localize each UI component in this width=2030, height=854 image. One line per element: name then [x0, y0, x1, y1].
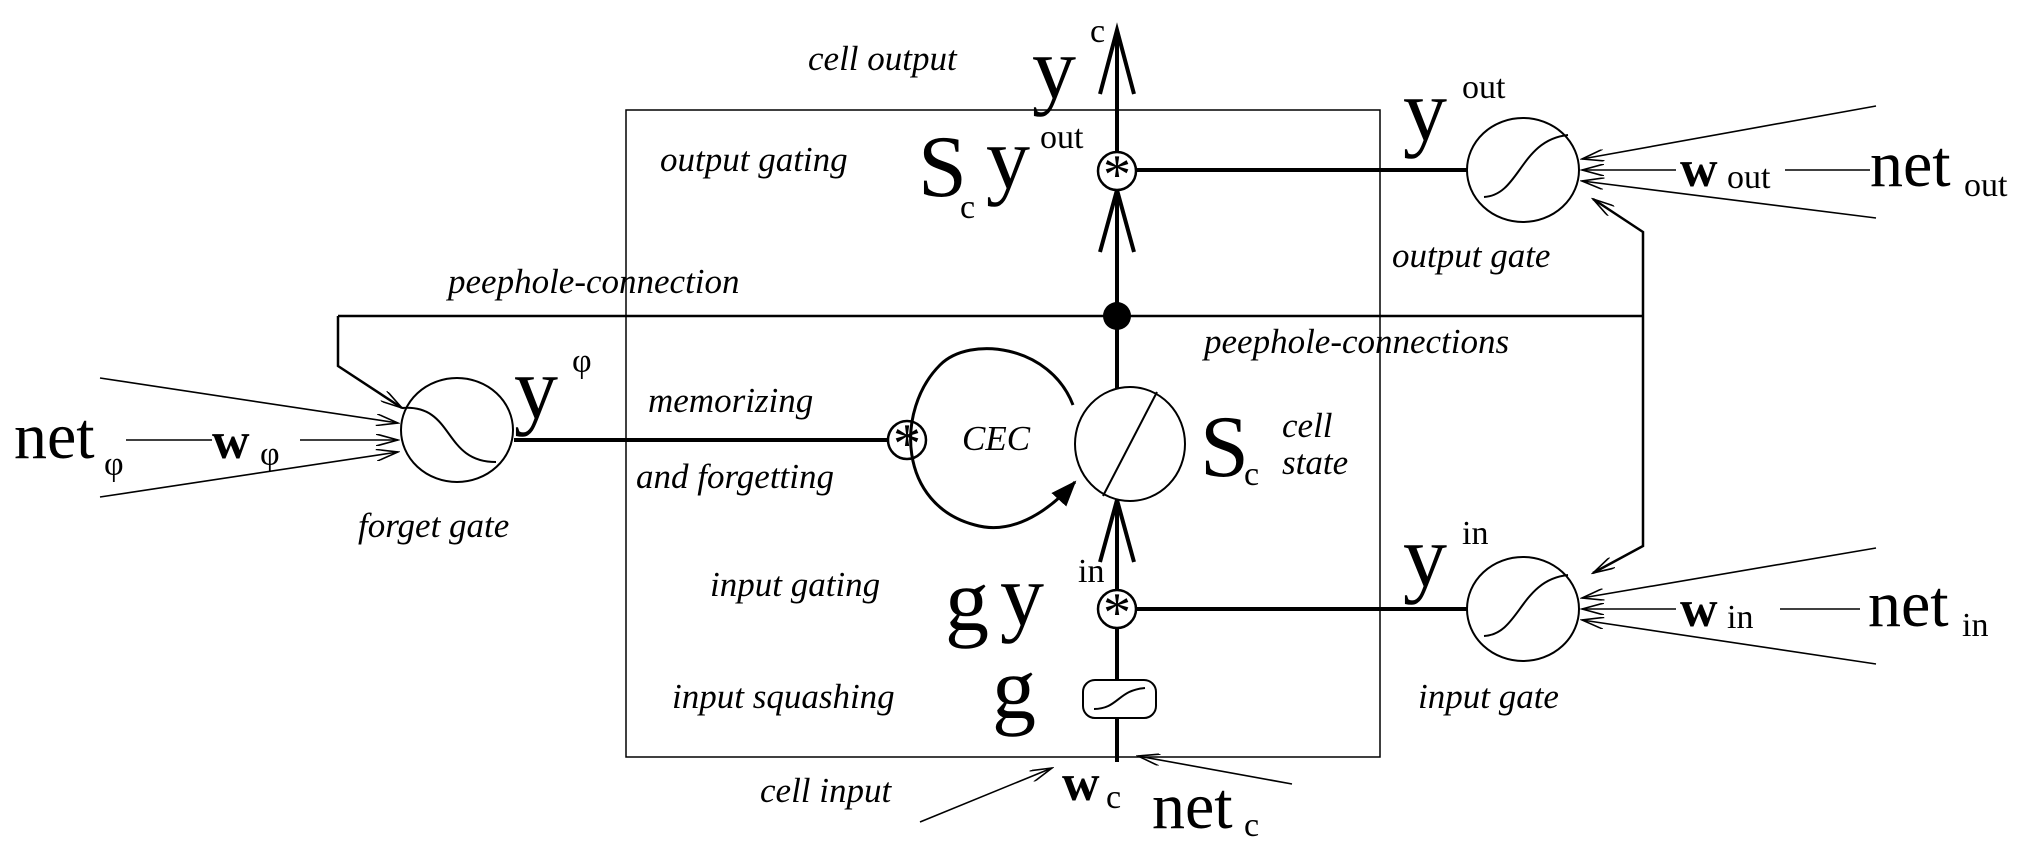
svg-text:c: c	[1090, 13, 1105, 50]
svg-text:c: c	[1244, 807, 1259, 844]
peephole-line-input	[1593, 316, 1645, 573]
input-multiply-node: *	[1096, 582, 1138, 644]
svg-text:out: out	[1462, 69, 1506, 106]
output-input-arrow-bottom	[1582, 181, 1877, 219]
svg-text:g: g	[945, 553, 989, 650]
symbol-net-c: net c	[1152, 770, 1259, 844]
label-forget-gate: forget gate	[358, 506, 509, 545]
svg-text:w: w	[212, 413, 250, 470]
input-input-arrow-bottom	[1582, 620, 1877, 665]
svg-text:φ: φ	[104, 446, 124, 483]
svg-text:w: w	[1680, 581, 1718, 638]
input-input-arrow-top	[1582, 547, 1877, 598]
cell-input-arrow-left	[919, 768, 1052, 823]
svg-text:in: in	[1727, 599, 1753, 636]
symbol-net-phi: net φ	[14, 400, 124, 483]
label-input-gate: input gate	[1418, 677, 1559, 716]
label-cell: cell	[1282, 406, 1333, 445]
svg-text:c: c	[1244, 456, 1259, 493]
svg-text:out: out	[1727, 159, 1771, 196]
svg-text:φ: φ	[260, 436, 280, 473]
svg-text:y: y	[1032, 21, 1076, 118]
cell-state-node	[1074, 386, 1186, 502]
label-peephole-connections: peephole-connections	[1201, 322, 1509, 361]
cec-loop	[909, 347, 1077, 530]
symbol-g-yin-input-gating: g y in	[945, 548, 1104, 650]
label-cec: CEC	[962, 419, 1031, 458]
svg-text:*: *	[1103, 582, 1131, 644]
cell-input-arrow-right	[1138, 756, 1293, 785]
label-memorizing: memorizing	[648, 381, 813, 420]
svg-text:y: y	[514, 341, 558, 438]
svg-text:in: in	[1078, 553, 1104, 590]
symbol-y-phi: y φ	[514, 341, 592, 438]
svg-text:net: net	[1868, 568, 1949, 641]
svg-text:net: net	[1870, 128, 1951, 201]
symbol-w-out: w out	[1680, 141, 1771, 198]
peephole-line-forget	[336, 316, 402, 408]
label-and-forgetting: and forgetting	[636, 457, 834, 496]
svg-text:c: c	[1106, 779, 1121, 816]
forget-multiply-node: *	[886, 413, 928, 475]
forget-input-arrow-bottom	[99, 452, 398, 498]
svg-text:φ: φ	[572, 343, 592, 380]
svg-text:c: c	[960, 189, 975, 226]
svg-text:out: out	[1040, 119, 1084, 156]
svg-text:S: S	[1200, 399, 1249, 496]
svg-text:y: y	[986, 111, 1030, 208]
input-gate-node	[1466, 556, 1580, 662]
symbol-g-input-squashing: g	[992, 641, 1036, 738]
forget-gate-node	[400, 377, 514, 483]
symbol-y-c: y c	[1032, 13, 1105, 118]
label-cell-output: cell output	[808, 39, 958, 78]
input-squashing-node	[1082, 679, 1157, 719]
label-output-gate: output gate	[1392, 236, 1550, 275]
svg-text:in: in	[1462, 515, 1488, 552]
label-state: state	[1282, 443, 1348, 482]
svg-text:y: y	[1000, 548, 1044, 645]
symbol-sc-yout-output-gating: S c y out	[918, 111, 1084, 226]
label-cell-input: cell input	[760, 771, 892, 810]
forget-input-arrow-top	[99, 377, 398, 423]
symbol-w-c: w c	[1062, 755, 1121, 816]
output-multiply-node: *	[1096, 144, 1138, 206]
svg-text:out: out	[1964, 167, 2008, 204]
svg-text:S: S	[918, 119, 967, 216]
label-input-squashing: input squashing	[672, 677, 895, 716]
svg-text:in: in	[1962, 607, 1988, 644]
peephole-line-output	[1593, 199, 1645, 316]
output-gate-node	[1466, 117, 1580, 223]
peephole-junction-dot	[1103, 302, 1131, 330]
memory-block-border	[625, 109, 1381, 758]
svg-text:net: net	[1152, 770, 1233, 843]
symbol-sc-cell-state: S c	[1200, 399, 1259, 496]
symbol-net-out: net out	[1870, 128, 2008, 204]
svg-text:*: *	[1103, 144, 1131, 206]
output-input-arrow-top	[1582, 105, 1877, 159]
label-output-gating: output gating	[660, 140, 848, 179]
symbol-w-in: w in	[1680, 581, 1753, 638]
svg-text:y: y	[1403, 509, 1447, 606]
svg-text:w: w	[1680, 141, 1718, 198]
symbol-y-in: y in	[1403, 509, 1488, 606]
label-peephole-connection: peephole-connection	[445, 262, 740, 301]
symbol-w-phi: w φ	[212, 413, 280, 473]
svg-text:w: w	[1062, 755, 1100, 812]
svg-text:y: y	[1403, 63, 1447, 160]
symbol-net-in: net in	[1868, 568, 1988, 644]
svg-text:net: net	[14, 400, 95, 473]
symbol-y-out: y out	[1403, 63, 1506, 160]
arrowhead-cell-output	[1098, 22, 1136, 95]
svg-text:*: *	[893, 413, 921, 475]
label-input-gating: input gating	[710, 565, 880, 604]
